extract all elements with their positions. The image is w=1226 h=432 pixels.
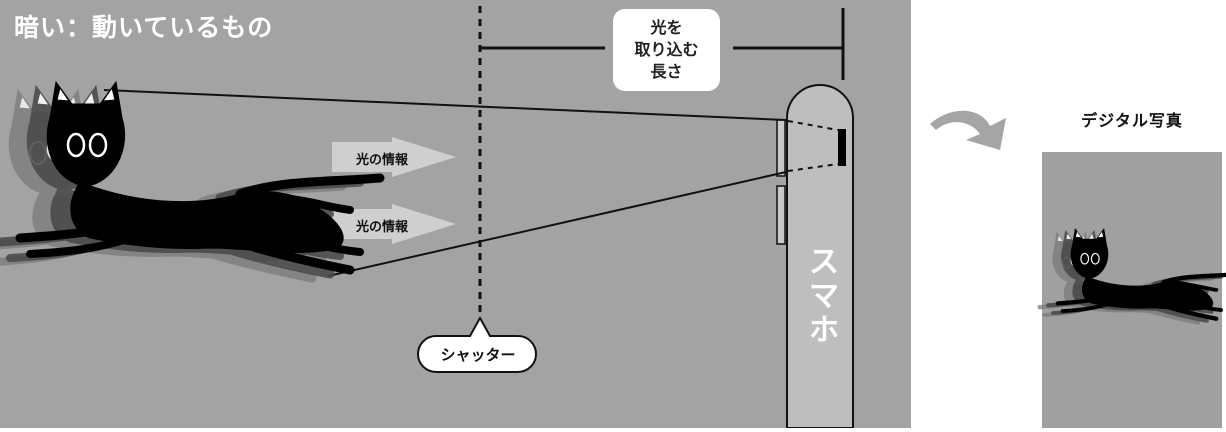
light-info-label: 光の情報 [356, 153, 409, 168]
shutter-label: シャッター [440, 345, 516, 364]
phone-body [776, 84, 854, 429]
camera-sensor [838, 129, 846, 166]
info-arrow-icon [332, 204, 456, 244]
light-path [103, 89, 839, 277]
exposure-length-bracket [480, 8, 845, 80]
info-arrow-icon [332, 137, 456, 177]
page-title: 暗い：動いているもの [14, 13, 274, 42]
light-info-label: 光の情報 [356, 220, 409, 235]
curved-arrow-icon [930, 110, 1006, 150]
phone-side-button [776, 119, 786, 177]
phone-side-button [776, 185, 786, 245]
photo-title: デジタル写真 [1081, 111, 1183, 130]
exposure-length-label: 光を 取り込む 長さ [613, 9, 720, 91]
digital-photo [1040, 152, 1226, 428]
shutter-callout [417, 315, 537, 373]
phone-label: スマホ [809, 245, 839, 348]
